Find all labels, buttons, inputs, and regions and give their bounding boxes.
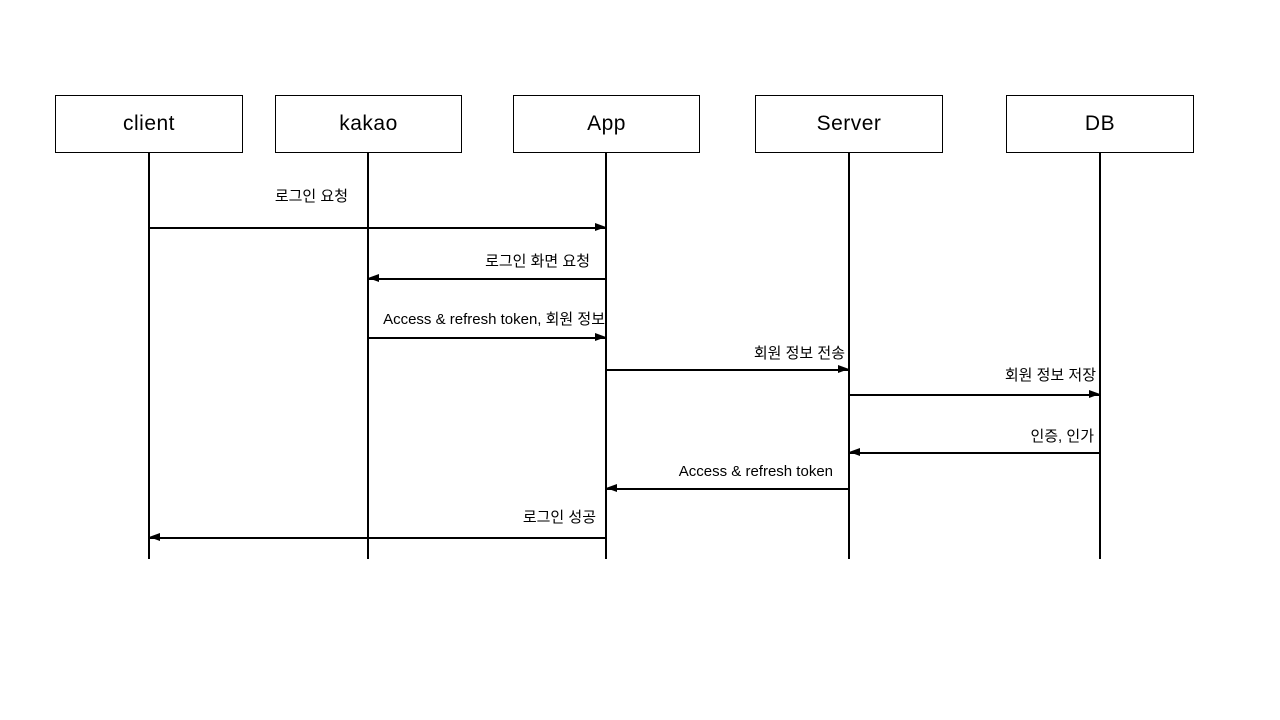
lifeline-client (148, 153, 150, 559)
message-line-5 (849, 452, 1100, 454)
arrowhead-left-icon (149, 533, 160, 542)
actor-box-app: App (513, 95, 700, 153)
message-label-3: 회원 정보 전송 (753, 345, 845, 362)
actor-box-client: client (55, 95, 243, 153)
arrowhead-right-icon (1089, 390, 1100, 399)
message-label-6: Access & refresh token (678, 463, 833, 480)
arrowhead-right-icon (595, 223, 606, 232)
message-label-4: 회원 정보 저장 (1004, 367, 1096, 384)
actor-label-db: DB (1084, 112, 1116, 135)
actor-box-server: Server (755, 95, 943, 153)
message-line-6 (606, 488, 849, 490)
lifeline-kakao (367, 153, 369, 559)
actor-box-db: DB (1006, 95, 1194, 153)
message-label-5: 인증, 인가 (1030, 428, 1094, 445)
message-label-7: 로그인 성공 (522, 509, 596, 526)
message-label-1: 로그인 화면 요청 (485, 253, 590, 270)
message-line-4 (849, 394, 1100, 396)
actor-box-kakao: kakao (275, 95, 462, 153)
message-label-2: Access & refresh token, 회원 정보 (383, 311, 605, 328)
message-line-0 (149, 227, 606, 229)
actor-label-kakao: kakao (339, 112, 398, 135)
arrowhead-right-icon (838, 365, 849, 374)
message-line-3 (606, 369, 849, 371)
message-line-7 (149, 537, 606, 539)
actor-label-client: client (122, 112, 176, 135)
lifeline-db (1099, 153, 1101, 559)
message-line-2 (368, 337, 606, 339)
message-line-1 (368, 278, 606, 280)
actor-label-app: App (587, 112, 626, 135)
lifeline-server (848, 153, 850, 559)
arrowhead-left-icon (849, 448, 860, 457)
actor-label-server: Server (816, 112, 882, 135)
arrowhead-right-icon (595, 333, 606, 342)
arrowhead-left-icon (606, 484, 617, 493)
message-label-0: 로그인 요청 (274, 188, 348, 205)
arrowhead-left-icon (368, 274, 379, 283)
lifeline-app (605, 153, 607, 559)
